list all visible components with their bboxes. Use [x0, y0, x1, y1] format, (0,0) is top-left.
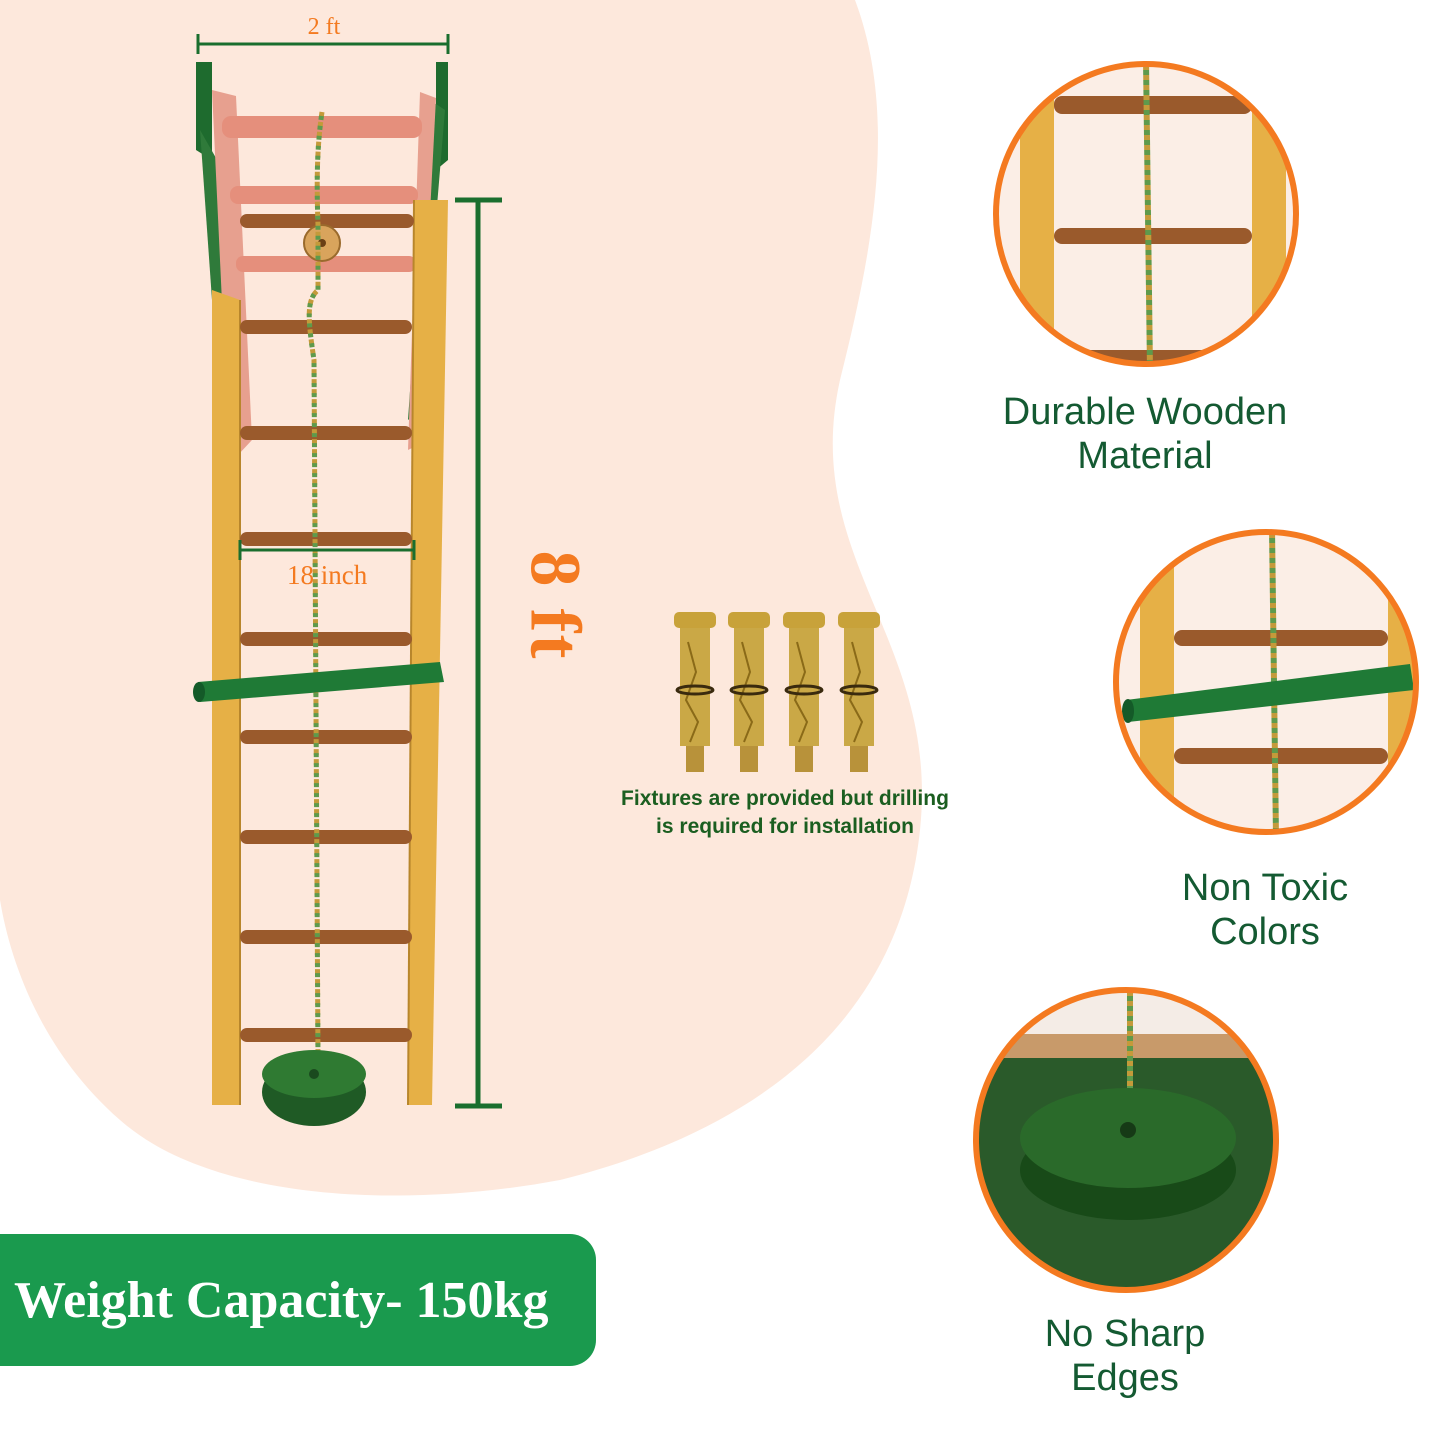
- feature-image-colors: [1113, 529, 1419, 835]
- green-monkey-bar: [198, 662, 444, 702]
- feature-label-line-1: Non Toxic: [1181, 867, 1349, 909]
- weight-capacity-badge: Weight Capacity- 150kg: [0, 1234, 596, 1366]
- height-dimension-text: 8 ft: [515, 550, 596, 660]
- inner-width-dimension-label: 18 inch: [287, 560, 368, 590]
- anchor-bolts: [674, 612, 880, 772]
- feature-label-edges: No Sharp Edges: [960, 1312, 1290, 1400]
- fixtures-note-line-1: Fixtures are provided but drilling: [621, 787, 949, 810]
- dimension-width-top: [196, 34, 450, 54]
- feature-label-line-2: Colors: [1210, 911, 1320, 953]
- feature-image-edges: [973, 987, 1279, 1293]
- fixtures-note: Fixtures are provided but drilling is re…: [560, 785, 1010, 841]
- feature-label-colors: Non Toxic Colors: [1100, 866, 1430, 954]
- ladder-illustration: [193, 62, 448, 1126]
- top-frame-left-board: [196, 62, 212, 160]
- feature-label-line-1: No Sharp: [1044, 1313, 1206, 1355]
- height-dimension-label: 8 ft: [500, 545, 610, 665]
- feature-image-wood: [993, 61, 1299, 367]
- dimension-width-inner: [238, 540, 416, 560]
- feature-label-line-2: Edges: [1071, 1357, 1179, 1399]
- feature-label-line-2: Material: [1077, 435, 1213, 477]
- weight-capacity-text: Weight Capacity- 150kg: [14, 1271, 549, 1329]
- width-dimension-label: 2 ft: [307, 14, 341, 40]
- dimension-height: [455, 197, 502, 1109]
- fixtures-note-line-2: is required for installation: [656, 815, 914, 838]
- ladder-right-rail: [408, 200, 448, 1105]
- feature-label-wood: Durable Wooden Material: [960, 390, 1330, 478]
- background-blob: [0, 0, 922, 1196]
- feature-label-line-1: Durable Wooden: [1002, 391, 1288, 433]
